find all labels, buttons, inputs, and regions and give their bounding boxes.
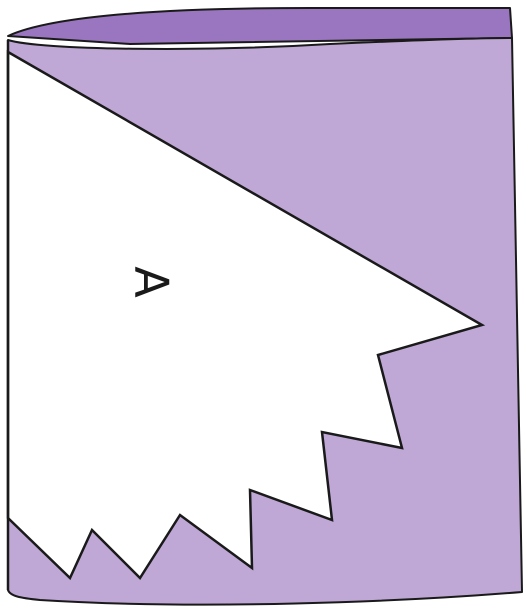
letter-label: A [125, 266, 179, 298]
paper-back-layer [8, 8, 512, 44]
